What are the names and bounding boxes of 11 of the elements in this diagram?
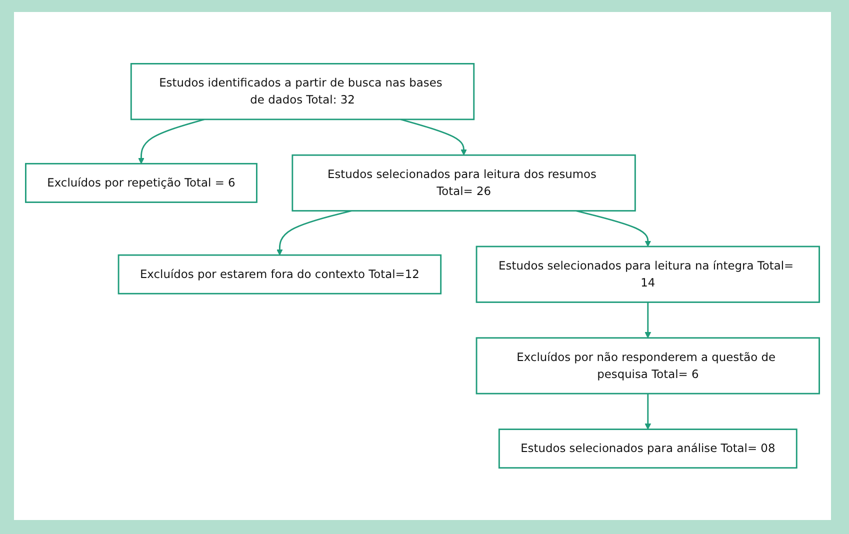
node-box: Excluídos por estarem fora do contexto Total=12 (118, 254, 442, 295)
arrow (400, 118, 467, 156)
node-box: Excluídos por repetição Total = 6 (25, 163, 258, 204)
arrow (644, 302, 652, 338)
node-box: Estudos selecionados para análise Total= 08 (498, 428, 798, 469)
node-box: Excluídos por não responderem a questão de pesquisa Total= 6 (476, 337, 820, 395)
node-box: Estudos selecionados para leitura dos resumos Total= 26 (292, 154, 636, 212)
arrow (138, 118, 204, 164)
node-box: Estudos identificados a partir de busca nas bases de dados Total: 32 (130, 63, 475, 120)
arrow (644, 394, 652, 430)
node-box: Estudos selecionados para leitura na íntegra Total= 14 (476, 246, 820, 304)
